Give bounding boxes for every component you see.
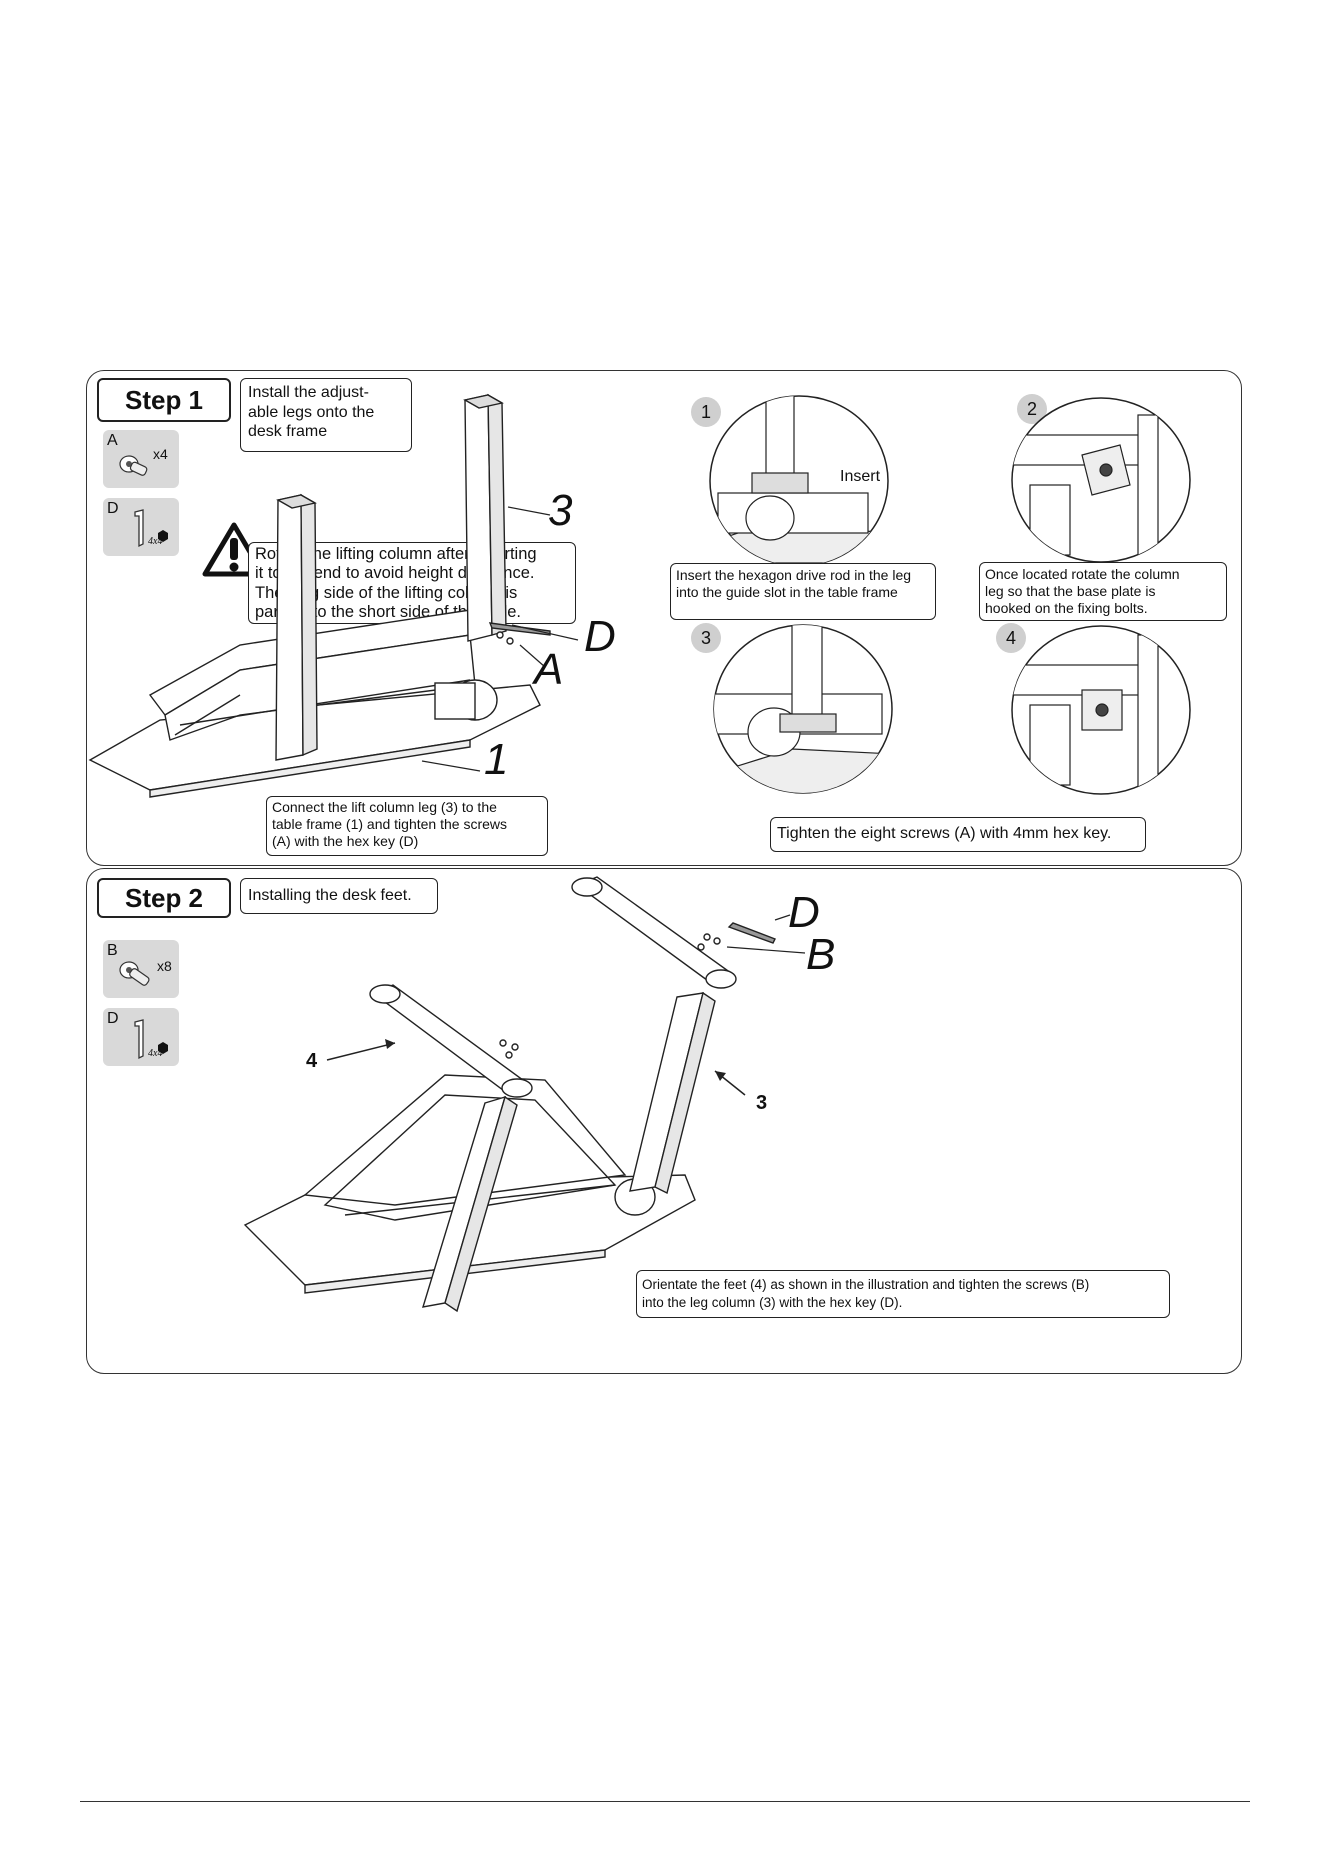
step1-title: Install the adjust- able legs onto the d…	[240, 378, 412, 452]
step2-note: Orientate the feet (4) as shown in the i…	[636, 1270, 1170, 1318]
callout-frame-1: 1	[484, 735, 509, 784]
detail-2-caption: Once located rotate the column leg so th…	[979, 562, 1227, 621]
part-qty: 4x4	[148, 536, 163, 547]
screw-icon	[119, 455, 148, 476]
part-tile-d-step2: D 4x4	[103, 1008, 179, 1066]
callout-leg-3: 3	[548, 486, 573, 535]
part-letter: D	[107, 500, 119, 517]
detail-1-caption: Insert the hexagon drive rod in the leg …	[670, 563, 936, 620]
detail-view-3	[713, 624, 893, 794]
detail-view-1: Insert	[709, 395, 889, 567]
detail-number-1: 1	[691, 397, 721, 427]
part-qty: 4x4	[148, 1048, 163, 1059]
part-letter: D	[107, 1010, 119, 1027]
screw-icon	[119, 961, 150, 986]
desk-feet-illustration	[243, 876, 806, 1313]
step2-title: Installing the desk feet.	[240, 878, 438, 914]
part-tile-d: D 4x4	[103, 498, 179, 556]
part-qty: x4	[153, 446, 168, 462]
part-tile-b: B x8	[103, 940, 179, 998]
part-qty: x8	[157, 958, 172, 974]
tighten-note: Tighten the eight screws (A) with 4mm he…	[770, 817, 1146, 852]
detail-1-insert-label: Insert	[840, 468, 881, 485]
detail-view-2	[1011, 397, 1191, 563]
detail-view-4	[1011, 625, 1191, 795]
callout-leg-3-step2: 3	[756, 1092, 768, 1114]
callout-foot-4: 4	[306, 1050, 318, 1072]
detail-number-4: 4	[996, 623, 1026, 653]
callout-hex-key-d: D	[584, 612, 616, 661]
part-tile-a: A x4	[103, 430, 179, 488]
part-letter: B	[107, 942, 118, 959]
hex-key-icon	[134, 1019, 168, 1060]
step1-label: Step 1	[97, 378, 231, 422]
footer-rule	[80, 1801, 1250, 1802]
part-letter: A	[107, 432, 118, 449]
callout-screws-a: A	[534, 645, 564, 694]
hex-key-icon	[134, 509, 168, 548]
step2-label: Step 2	[97, 878, 231, 918]
leg-frame-illustration	[88, 393, 579, 798]
detail-number-3: 3	[691, 623, 721, 653]
connect-note: Connect the lift column leg (3) to the t…	[266, 796, 548, 856]
callout-hex-key-d-step2: D	[788, 888, 820, 937]
callout-screws-b: B	[806, 930, 836, 979]
